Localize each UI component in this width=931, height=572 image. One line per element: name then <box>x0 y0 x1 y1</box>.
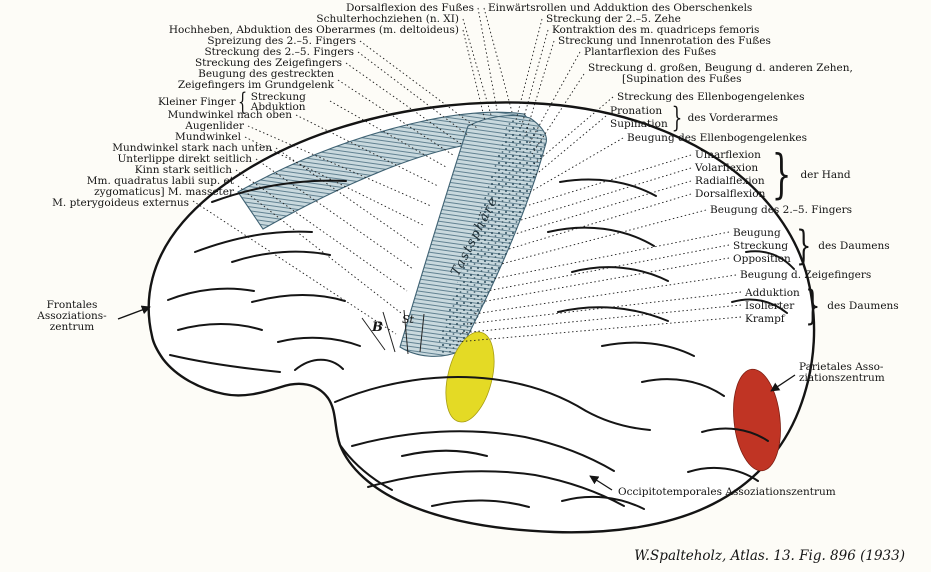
label-group-hand: Ulnarflexion Volarflexion Radialflexion … <box>695 149 851 201</box>
label-line: Isolierter <box>745 299 795 312</box>
label-innenrotation-fuss: Streckung und Innenrotation des Fußes <box>558 35 771 47</box>
label-line: Pronation <box>610 105 663 117</box>
group-lines: Streckung Abduktion <box>250 90 306 113</box>
label-line: Adduktion <box>745 286 800 299</box>
label-streckung-ellenbogen: Streckung des Ellenbogengelenkes <box>617 91 805 103</box>
label-line: Frontales <box>46 299 98 311</box>
group-lines: Pronation Supination <box>610 105 668 131</box>
group-name: der Hand <box>800 169 851 181</box>
label-mundwinkel-unten: Mundwinkel stark nach unten <box>112 142 272 154</box>
label-schulterhochziehen: Schulterhochziehen (n. XI) <box>316 13 459 25</box>
label-einwaertsrollen: Einwärtsrollen und Adduktion des Obersch… <box>488 2 753 14</box>
sensory-strip-dotted-region <box>436 120 546 353</box>
label-line: Zeigefingers im Grundgelenk <box>177 79 334 91</box>
label-group-kleiner-finger: Kleiner Finger { Streckung Abduktion <box>156 90 306 114</box>
label-group-vorderarm: Pronation Supination } des Vorderarmes <box>610 104 778 132</box>
occipital-region <box>733 368 781 472</box>
label-kinn: Kinn stark seitlich <box>134 164 232 176</box>
group-lines: Adduktion Isolierter Krampf <box>745 287 800 326</box>
leader-lines-top <box>192 7 498 335</box>
label-hochheben-abduktion: Hochheben, Abduktion des Oberarmes (m. d… <box>168 24 459 36</box>
label-supination-fuss: Streckung d. großen, Beugung d. anderen … <box>588 63 853 85</box>
label-line: Streckung <box>250 90 306 103</box>
label-beugung-ellenbogen: Beugung des Ellenbogengelenkes <box>627 132 807 144</box>
group-name: des Daumens <box>818 240 890 252</box>
group-lines: Ulnarflexion Volarflexion Radialflexion … <box>695 149 765 201</box>
label-line: Parietales Asso- <box>799 361 884 373</box>
label-pterygoideus: M. pterygoideus externus <box>52 197 189 209</box>
label-beugung-finger: Beugung des 2.–5. Fingers <box>710 204 853 216</box>
label-line: Mm. quadratus labii sup. et <box>86 175 234 187</box>
occipitotemporal-arrow <box>589 475 613 491</box>
label-line: Dorsalflexion <box>695 188 766 200</box>
group-name: des Daumens <box>827 300 899 312</box>
label-unterlippe: Unterlippe direkt seitlich <box>117 153 252 165</box>
label-augenlider: Augenlider <box>185 120 244 132</box>
group-lines: Beugung Streckung Opposition <box>733 227 791 266</box>
label-line: Assoziations- <box>37 310 107 322</box>
label-frontales-zentrum: Frontales Assoziations- zentrum <box>26 300 118 333</box>
brace: } <box>771 145 792 205</box>
label-dorsalflexion-fuss: Dorsalflexion des Fußes <box>345 2 474 14</box>
label-line: Krampf <box>745 312 785 325</box>
label-line: zentrum <box>49 321 95 333</box>
label-line: zygomaticus] M. masseter <box>94 186 234 198</box>
label-group-daumen-2: Adduktion Isolierter Krampf } des Daumen… <box>745 286 899 326</box>
label-mundwinkel: Mundwinkel <box>174 131 241 143</box>
label-line: Streckung <box>733 239 789 252</box>
letter-st-label: St <box>402 313 415 326</box>
label-line: Radialflexion <box>695 175 765 187</box>
parietal-arrow <box>770 374 796 392</box>
stipple-fan-lines <box>361 309 425 355</box>
frontal-arrow <box>117 305 151 320</box>
brace: } <box>671 101 682 134</box>
label-plantarflexion: Plantarflexion des Fußes <box>584 46 717 58</box>
label-line: Beugung des gestreckten <box>198 68 334 80</box>
label-quadratus-masseter: Mm. quadratus labii sup. et zygomaticus]… <box>87 176 234 198</box>
group-name: Kleiner Finger <box>158 96 236 108</box>
label-line: Supination <box>610 118 668 130</box>
gyri-sulci-lines <box>167 178 795 510</box>
label-spreizung-finger: Spreizung des 2.–5. Fingers <box>207 35 356 47</box>
brace: { <box>238 88 248 116</box>
label-mundwinkel-oben: Mundwinkel nach oben <box>167 109 292 121</box>
letter-b-label: B <box>371 320 383 335</box>
label-line: Opposition <box>733 252 791 265</box>
pointer-arrows <box>117 305 796 491</box>
leader-lines-right <box>455 7 742 343</box>
label-occipitotemporales-zentrum: Occipitotemporales Assoziationszentrum <box>618 486 836 498</box>
label-streckung-finger: Streckung des 2.–5. Fingers <box>204 46 354 58</box>
label-line: Abduktion <box>250 101 306 113</box>
figure-caption: W.Spalteholz, Atlas. 13. Fig. 896 (1933) <box>634 548 905 564</box>
label-line: Beugung <box>733 226 781 239</box>
label-group-daumen-1: Beugung Streckung Opposition } des Daume… <box>733 226 890 266</box>
label-line: Ulnarflexion <box>695 149 761 161</box>
label-parietales-zentrum: Parietales Asso- ziationszentrum <box>799 362 885 384</box>
label-streckung-zeigefinger: Streckung des Zeigefingers <box>194 57 342 69</box>
brace: } <box>804 283 821 329</box>
label-streckung-zehe: Streckung der 2.–5. Zehe <box>546 13 681 25</box>
label-line: Volarflexion <box>695 162 759 174</box>
brace: } <box>795 223 812 269</box>
label-beugung-grundgelenk: Beugung des gestreckten Zeigefingers im … <box>178 69 334 91</box>
label-line: ziationszentrum <box>799 372 885 384</box>
label-line: [Supination des Fußes <box>622 73 742 85</box>
label-beugung-zeigefinger: Beugung d. Zeigefingers <box>740 269 872 281</box>
label-line: Streckung d. großen, Beugung d. anderen … <box>588 62 853 74</box>
group-name: des Vorderarmes <box>687 112 778 124</box>
label-kontraktion-quadriceps: Kontraktion des m. quadriceps femoris <box>552 24 760 36</box>
